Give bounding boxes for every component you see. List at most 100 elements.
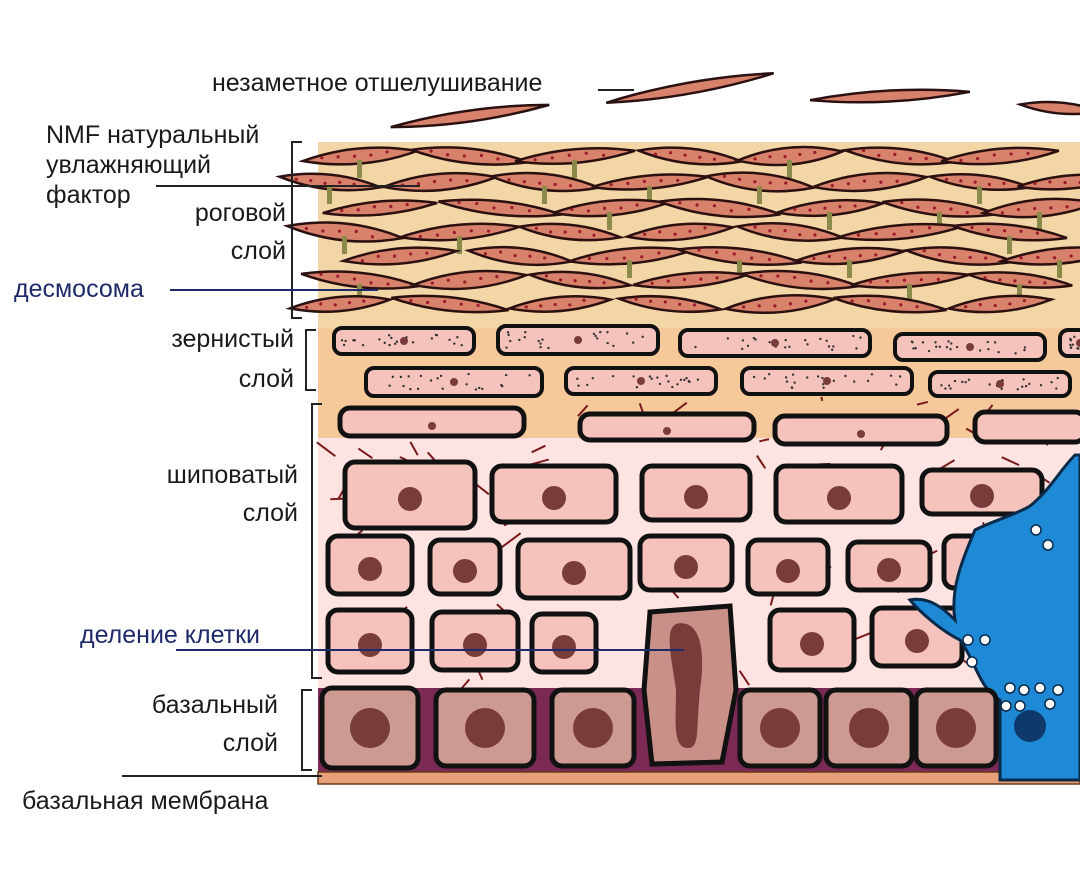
keratohyalin-granule bbox=[506, 331, 510, 334]
spinous-nucleus bbox=[542, 486, 566, 510]
corneocyte-body bbox=[733, 145, 847, 167]
shedding-flake bbox=[605, 71, 775, 105]
nmf-dot bbox=[568, 184, 573, 188]
nmf-dot bbox=[683, 153, 687, 157]
keratohyalin-granule bbox=[453, 342, 456, 345]
keratohyalin-granule bbox=[1071, 343, 1075, 346]
nmf-dot bbox=[753, 180, 757, 184]
desmosome bbox=[607, 212, 612, 230]
keratohyalin-granule bbox=[804, 338, 807, 342]
nmf-dot bbox=[319, 272, 323, 276]
keratohyalin-granule bbox=[763, 377, 766, 380]
keratohyalin-granule bbox=[806, 343, 809, 346]
melanosome bbox=[962, 634, 974, 646]
desmosome-thread bbox=[357, 447, 373, 460]
spinous-cell bbox=[773, 463, 905, 525]
keratohyalin-granule bbox=[844, 374, 847, 378]
bracket-granular bbox=[305, 329, 316, 391]
keratohyalin-granule bbox=[752, 375, 756, 379]
keratohyalin-granule bbox=[938, 345, 942, 349]
nmf-dot bbox=[1019, 256, 1023, 260]
keratohyalin-granule bbox=[934, 341, 937, 344]
nmf-dot bbox=[321, 229, 325, 233]
nmf-dot bbox=[668, 151, 673, 155]
spinous-cell bbox=[325, 607, 415, 675]
basal-nucleus bbox=[465, 708, 505, 748]
keratohyalin-granule bbox=[671, 385, 674, 389]
keratohyalin-granule bbox=[953, 379, 957, 383]
keratohyalin-granule bbox=[852, 334, 855, 338]
basal-cell bbox=[433, 687, 537, 769]
corneocyte bbox=[514, 146, 636, 166]
desmosome bbox=[627, 260, 632, 278]
keratohyalin-granule bbox=[1039, 384, 1043, 387]
keratohyalin-granule bbox=[1021, 385, 1024, 388]
basal-cell bbox=[549, 687, 637, 769]
corneocyte bbox=[733, 145, 847, 167]
desmosome-thread bbox=[638, 403, 644, 414]
keratohyalin-granule bbox=[635, 386, 639, 389]
label-nmf-line1: NMF натуральный bbox=[46, 121, 260, 149]
keratohyalin-granule bbox=[577, 384, 580, 387]
nmf-dot bbox=[992, 153, 996, 157]
corneocyte-body bbox=[808, 171, 932, 193]
keratohyalin-granule bbox=[1077, 347, 1080, 350]
nmf-dot bbox=[692, 303, 697, 307]
nmf-dot bbox=[924, 157, 928, 161]
nmf-dot bbox=[626, 181, 630, 185]
keratohyalin-granule bbox=[1024, 384, 1028, 388]
keratohyalin-granule bbox=[940, 384, 943, 387]
keratohyalin-granule bbox=[439, 374, 443, 378]
corneocyte bbox=[338, 246, 462, 266]
granular-nucleus bbox=[574, 336, 582, 344]
nmf-dot bbox=[976, 156, 980, 161]
keratohyalin-granule bbox=[1023, 348, 1026, 352]
spinous-cell bbox=[489, 463, 619, 525]
nmf-dot bbox=[653, 152, 658, 156]
granular-cell bbox=[1058, 328, 1080, 358]
keratohyalin-granule bbox=[388, 384, 391, 387]
keratohyalin-granule bbox=[448, 338, 451, 341]
keratohyalin-granule bbox=[500, 383, 503, 387]
keratohyalin-granule bbox=[947, 384, 951, 387]
nmf-dot bbox=[1033, 206, 1037, 211]
nmf-dot bbox=[737, 177, 742, 181]
corneocyte-body bbox=[996, 246, 1080, 266]
keratohyalin-granule bbox=[523, 336, 526, 339]
nmf-dot bbox=[899, 303, 903, 307]
nmf-dot bbox=[827, 254, 831, 259]
keratohyalin-granule bbox=[606, 341, 609, 345]
nmf-dot bbox=[463, 280, 467, 284]
nmf-dot bbox=[619, 206, 623, 210]
keratohyalin-granule bbox=[816, 375, 820, 378]
nmf-dot bbox=[993, 303, 997, 308]
keratohyalin-granule bbox=[435, 333, 439, 337]
nmf-dot bbox=[538, 181, 542, 185]
keratohyalin-granule bbox=[726, 337, 730, 340]
nmf-dot bbox=[715, 250, 719, 254]
desmosome-thread bbox=[672, 401, 688, 414]
keratohyalin-granule bbox=[790, 386, 794, 390]
nmf-dot bbox=[340, 208, 344, 213]
keratohyalin-granule bbox=[964, 381, 967, 384]
keratohyalin-granule bbox=[409, 387, 412, 391]
nmf-dot bbox=[1065, 205, 1069, 209]
nmf-dot bbox=[793, 207, 797, 211]
keratohyalin-granule bbox=[687, 379, 690, 383]
keratohyalin-granule bbox=[741, 339, 745, 342]
spinous-cell bbox=[845, 539, 933, 593]
nmf-dot bbox=[978, 303, 982, 307]
desmosome-thread bbox=[1001, 456, 1020, 467]
keratohyalin-granule bbox=[478, 386, 481, 390]
keratohyalin-granule bbox=[819, 337, 822, 341]
corneocyte bbox=[622, 222, 738, 242]
keratohyalin-granule bbox=[340, 339, 344, 342]
shedding-flakes bbox=[390, 71, 1080, 129]
spinous-nucleus bbox=[857, 430, 865, 438]
nmf-dot bbox=[1028, 280, 1032, 284]
basal-nucleus bbox=[573, 708, 613, 748]
keratohyalin-granule bbox=[1028, 382, 1031, 386]
nmf-dot bbox=[539, 304, 543, 308]
nmf-dot bbox=[712, 204, 717, 208]
corneocyte-body bbox=[978, 197, 1080, 219]
